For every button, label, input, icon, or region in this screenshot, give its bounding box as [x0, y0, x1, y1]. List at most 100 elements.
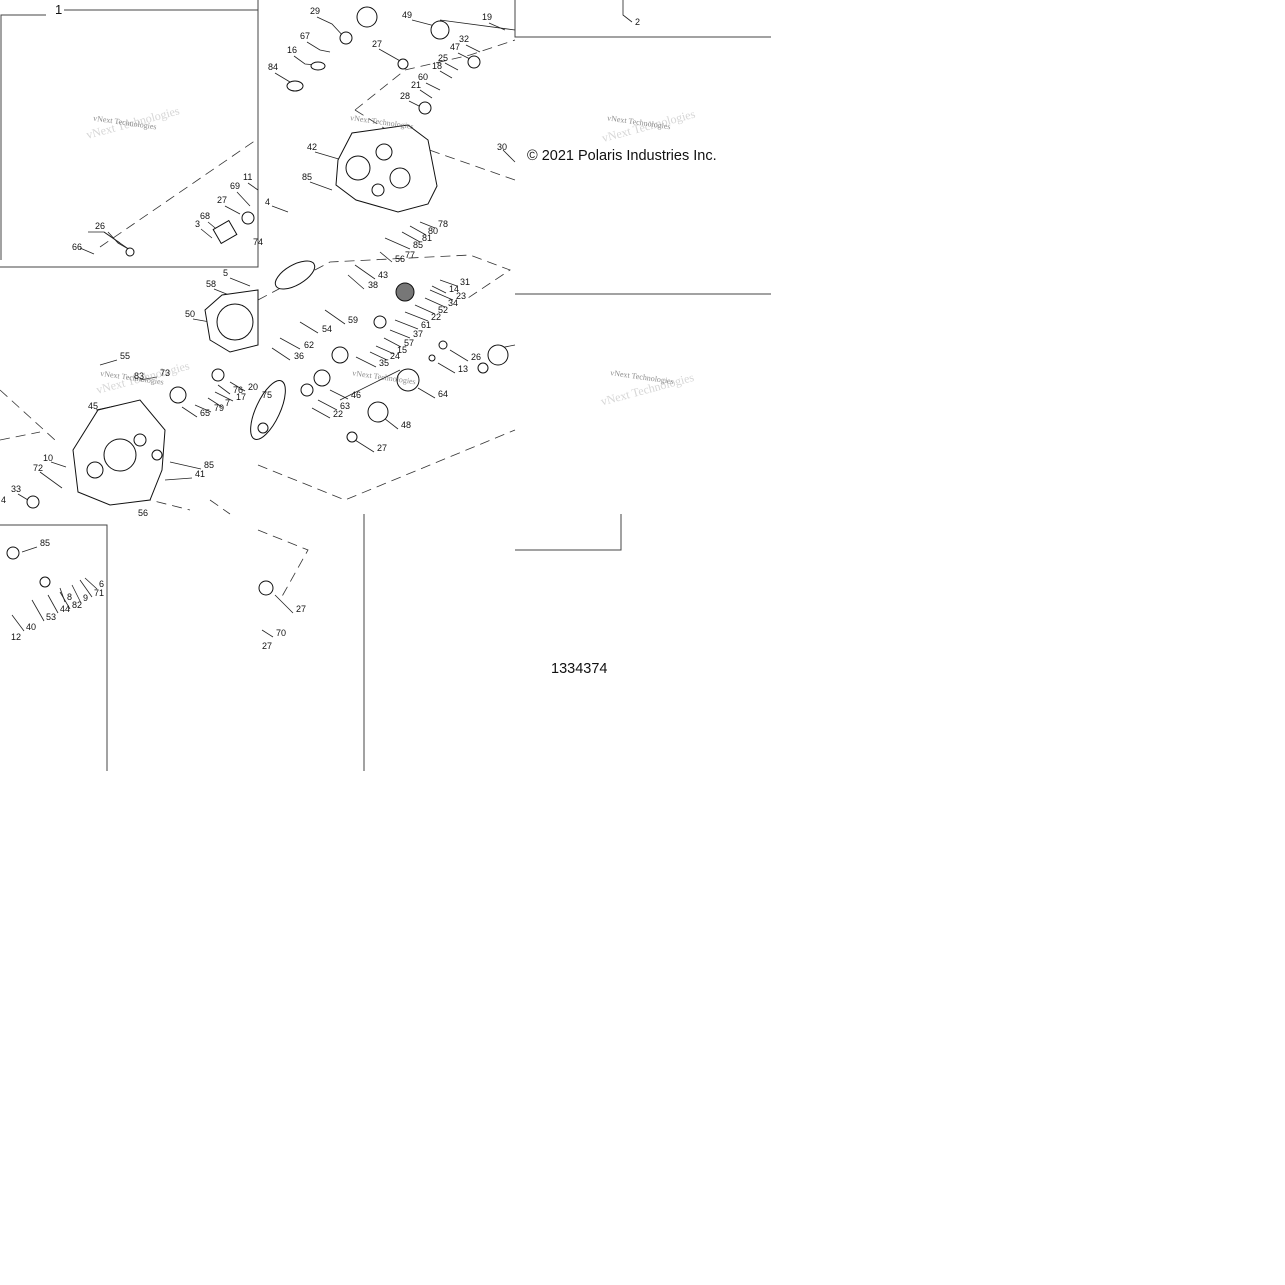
callout-71: 71 [94, 588, 104, 598]
callout-56: 56 [138, 508, 148, 518]
callout-70: 70 [276, 628, 286, 638]
callout-30: 30 [497, 142, 507, 152]
callout-10: 10 [43, 453, 53, 463]
callout-83: 83 [134, 371, 144, 381]
callout-27: 27 [296, 604, 306, 614]
callout-47: 47 [450, 42, 460, 52]
callout-26: 26 [471, 352, 481, 362]
callout-85: 85 [204, 460, 214, 470]
callout-36: 36 [294, 351, 304, 361]
callout-35: 35 [379, 358, 389, 368]
callout-6: 6 [99, 579, 104, 589]
callout-85: 85 [413, 240, 423, 250]
callout-2: 2 [635, 17, 640, 27]
callout-50: 50 [185, 309, 195, 319]
callout-77: 77 [405, 250, 415, 260]
callout-52: 52 [438, 305, 448, 315]
callout-32: 32 [459, 34, 469, 44]
callout-41: 41 [195, 469, 205, 479]
callout-56: 56 [395, 254, 405, 264]
callout-21: 21 [411, 80, 421, 90]
callout-34: 34 [448, 298, 458, 308]
callout-63: 63 [340, 401, 350, 411]
callout-18: 18 [432, 61, 442, 71]
callout-27: 27 [217, 195, 227, 205]
callout-29: 29 [310, 6, 320, 16]
callout-80: 80 [428, 226, 438, 236]
callout-5: 5 [223, 268, 228, 278]
callout-15: 15 [397, 345, 407, 355]
callout-14: 14 [449, 284, 459, 294]
callout-75: 75 [262, 390, 272, 400]
callout-31: 31 [460, 277, 470, 287]
callout-4: 4 [265, 197, 270, 207]
callout-22: 22 [333, 409, 343, 419]
callout-76: 76 [233, 385, 243, 395]
drive-belt-upper [274, 260, 316, 290]
callout-24: 24 [390, 351, 400, 361]
callout-25: 25 [438, 53, 448, 63]
callout-78: 78 [438, 219, 448, 229]
callout-60: 60 [418, 72, 428, 82]
callout-40: 40 [26, 622, 36, 632]
callout-44: 44 [60, 604, 70, 614]
callout-53: 53 [46, 612, 56, 622]
callout-26: 26 [95, 221, 105, 231]
callout-82: 82 [72, 600, 82, 610]
callout-3: 3 [195, 219, 200, 229]
callout-49: 49 [402, 10, 412, 20]
callout-45: 45 [88, 401, 98, 411]
callout-85: 85 [40, 538, 50, 548]
callout-65: 65 [200, 408, 210, 418]
callout-8: 8 [67, 592, 72, 602]
callout-67: 67 [300, 31, 310, 41]
callout-79: 79 [214, 403, 224, 413]
sheet-frames [0, 0, 771, 771]
callout-12: 12 [11, 632, 21, 642]
callout-46: 46 [351, 390, 361, 400]
callout-1: 1 [55, 2, 62, 17]
callout-48: 48 [401, 420, 411, 430]
callout-16: 16 [287, 45, 297, 55]
callout-85: 85 [302, 172, 312, 182]
callout-68: 68 [200, 211, 210, 221]
callout-66: 66 [72, 242, 82, 252]
callout-11: 11 [243, 172, 252, 182]
callout-62: 62 [304, 340, 314, 350]
callout-72: 72 [33, 463, 43, 473]
callout-19: 19 [482, 12, 492, 22]
gearcase-cover [335, 124, 438, 213]
callout-64: 64 [438, 389, 448, 399]
copyright-notice: © 2021 Polaris Industries Inc. [527, 148, 717, 164]
callout-54: 54 [322, 324, 332, 334]
callout-7: 7 [225, 398, 230, 408]
callout-27: 27 [377, 443, 387, 453]
callout-4: 4 [1, 495, 6, 505]
callout-69: 69 [230, 181, 240, 191]
callout-27: 27 [262, 641, 272, 651]
leader-lines [11, 0, 633, 638]
callout-74: 74 [253, 237, 263, 247]
callout-57: 57 [404, 338, 414, 348]
callout-42: 42 [307, 142, 317, 152]
callout-61: 61 [421, 320, 431, 330]
callout-22: 22 [431, 312, 441, 322]
callout-59: 59 [348, 315, 358, 325]
callout-81: 81 [422, 233, 432, 243]
callout-13: 13 [458, 364, 468, 374]
callout-27: 27 [372, 39, 382, 49]
callout-37: 37 [413, 329, 423, 339]
callout-33: 33 [11, 484, 21, 494]
callout-55: 55 [120, 351, 130, 361]
callout-20: 20 [248, 382, 258, 392]
callout-38: 38 [368, 280, 378, 290]
callout-58: 58 [206, 279, 216, 289]
callout-28: 28 [400, 91, 410, 101]
callout-9: 9 [83, 593, 88, 603]
callout-84: 84 [268, 62, 278, 72]
transmission-parts [6, 6, 516, 596]
callout-73: 73 [160, 368, 170, 378]
callout-43: 43 [378, 270, 388, 280]
